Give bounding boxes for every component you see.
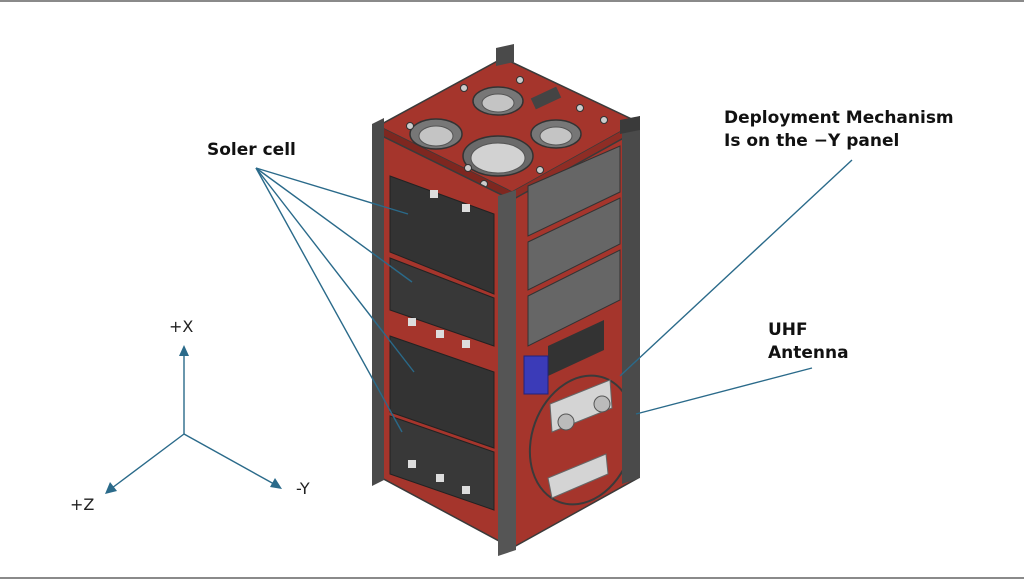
right-panel (511, 128, 639, 550)
axis-label-minus-y: -Y (296, 479, 310, 498)
uhf-label-line2: Antenna (768, 343, 849, 363)
leader-solar-2 (255, 167, 413, 283)
leader-deployment (619, 159, 853, 377)
leader-uhf (635, 367, 813, 415)
coordinate-axes (105, 345, 282, 494)
solar-cell-right-3 (527, 249, 621, 347)
leader-lines (255, 159, 853, 433)
axis-minus-y (183, 433, 275, 485)
leader-solar-3 (255, 167, 415, 373)
leader-solar-1 (255, 167, 409, 215)
antenna-bracket (523, 355, 549, 395)
axis-label-plus-x: +X (169, 317, 194, 336)
left-panel (377, 132, 513, 550)
solar-cell-right-2 (527, 197, 621, 291)
deployment-label-line2: Is on the −Y panel (724, 131, 900, 151)
leader-solar-4 (255, 167, 403, 433)
solar-cell-label: Soler cell (207, 140, 296, 160)
axis-plus-z (111, 433, 185, 489)
solar-cell-3 (389, 335, 495, 449)
solar-cell-right-1 (527, 145, 621, 237)
bottom-border (0, 577, 1024, 579)
top-border (0, 0, 1024, 2)
uhf-label-line1: UHF (768, 320, 808, 340)
axis-label-plus-z: +Z (70, 495, 95, 514)
solar-cell-2 (389, 257, 495, 347)
deployment-label-line1: Deployment Mechanism (724, 108, 954, 128)
